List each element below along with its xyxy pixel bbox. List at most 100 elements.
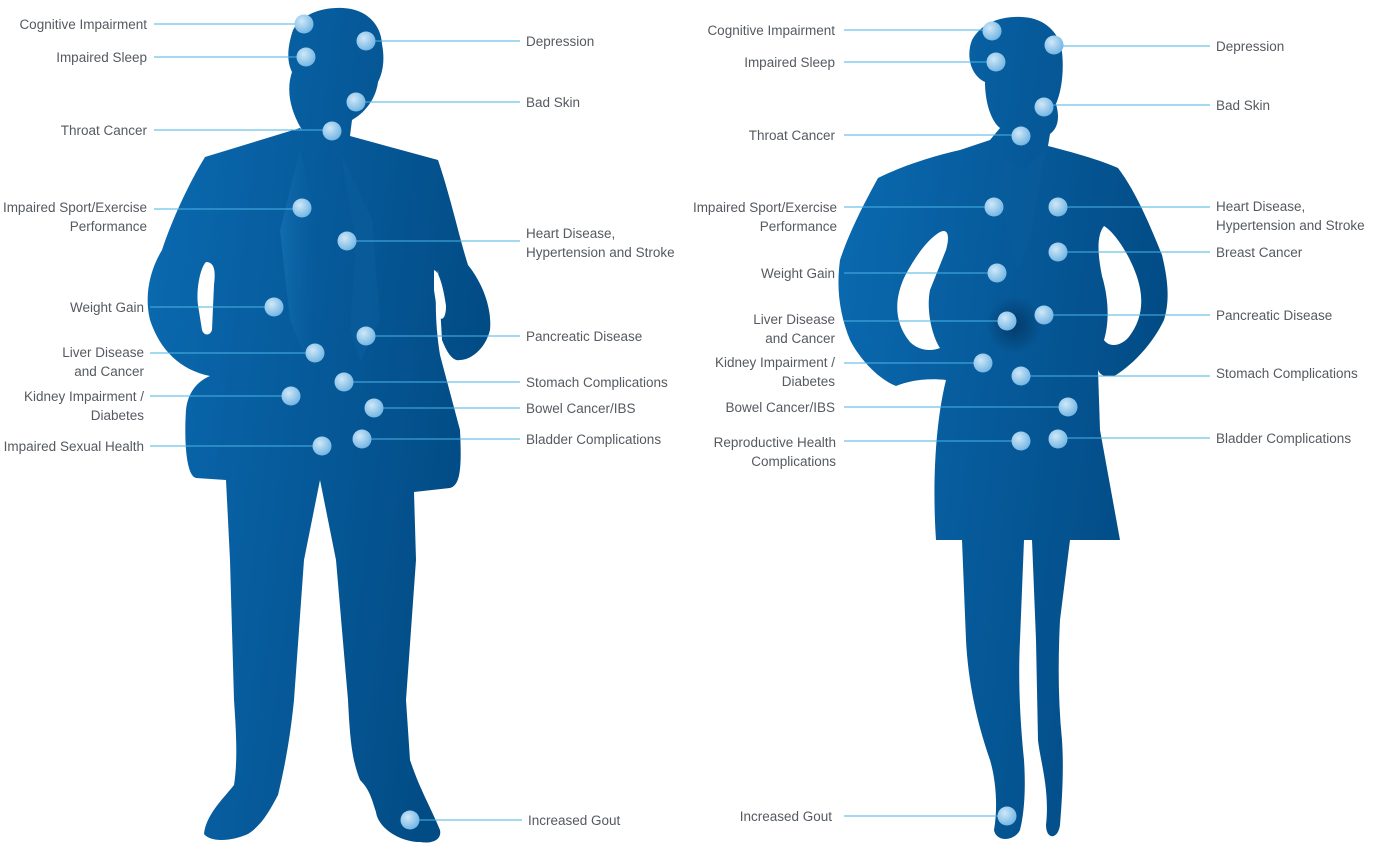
female-reproductive-health-complications-marker <box>1011 431 1031 451</box>
label-line: Liver Disease <box>753 311 835 327</box>
label-line: Impaired Sexual Health <box>3 438 144 454</box>
label-line: Weight Gain <box>760 265 835 281</box>
male-increased-gout-marker <box>400 810 420 830</box>
female-depression-marker <box>1044 35 1064 55</box>
male-label-heart-disease-hypertension-stroke: Heart Disease,Hypertension and Stroke <box>526 224 675 262</box>
male-label-depression: Depression <box>526 32 594 51</box>
label-line: and Cancer <box>74 363 144 379</box>
female-throat-cancer-marker <box>1011 126 1031 146</box>
female-label-increased-gout: Increased Gout <box>740 807 832 826</box>
label-line: Bladder Complications <box>1216 430 1352 446</box>
female-increased-gout-marker <box>997 806 1017 826</box>
female-label-impaired-sleep: Impaired Sleep <box>744 53 835 72</box>
label-line: Weight Gain <box>69 299 144 315</box>
female-stomach-complications-marker <box>1011 366 1031 386</box>
label-line: Bladder Complications <box>526 431 662 447</box>
female-label-stomach-complications: Stomach Complications <box>1216 364 1358 383</box>
label-line: Kidney Impairment / <box>714 354 835 370</box>
label-line: Impaired Sport/Exercise <box>2 199 147 215</box>
female-impaired-sleep-marker <box>986 52 1006 72</box>
label-line: Stomach Complications <box>526 374 668 390</box>
male-weight-gain-marker <box>264 297 284 317</box>
label-line: Hypertension and Stroke <box>526 244 675 260</box>
label-line: Complications <box>751 453 836 469</box>
leader-lines <box>150 23 1210 821</box>
male-liver-disease-and-cancer-marker <box>305 343 325 363</box>
female-impaired-sport-exercise-performance-marker <box>984 197 1004 217</box>
label-line: Bad Skin <box>1216 97 1271 113</box>
male-label-impaired-sleep: Impaired Sleep <box>56 48 147 67</box>
male-label-throat-cancer: Throat Cancer <box>61 121 147 140</box>
female-label-weight-gain: Weight Gain <box>761 264 835 283</box>
label-line: Heart Disease, <box>1216 198 1306 214</box>
male-depression-marker <box>356 31 376 51</box>
male-silhouette <box>147 7 491 843</box>
male-label-pancreatic-disease: Pancreatic Disease <box>526 327 642 346</box>
female-label-pancreatic-disease: Pancreatic Disease <box>1216 306 1332 325</box>
female-label-liver-disease-and-cancer: Liver Disease and Cancer <box>753 310 835 348</box>
label-line: Diabetes <box>90 407 144 423</box>
label-line: Bowel Cancer/IBS <box>526 400 636 416</box>
female-silhouette <box>838 16 1168 840</box>
female-label-bladder-complications: Bladder Complications <box>1216 429 1351 448</box>
label-line: Cognitive Impairment <box>707 22 835 38</box>
female-label-kidney-impairment-diabetes: Kidney Impairment / Diabetes <box>715 353 835 391</box>
male-label-bladder-complications: Bladder Complications <box>526 430 661 449</box>
male-label-impaired-sexual-health: Impaired Sexual Health <box>4 437 144 456</box>
male-bad-skin-marker <box>346 92 366 112</box>
label-line: Performance <box>759 218 837 234</box>
markers <box>264 14 1078 830</box>
male-label-cognitive-impairment: Cognitive Impairment <box>19 15 147 34</box>
male-label-stomach-complications: Stomach Complications <box>526 373 668 392</box>
female-label-heart-disease-hypertension-stroke: Heart Disease, Hypertension and Stroke <box>1216 197 1365 235</box>
label-line: Bowel Cancer/IBS <box>725 399 835 415</box>
label-line: Bad Skin <box>526 94 581 110</box>
male-bladder-complications-marker <box>352 429 372 449</box>
female-label-cognitive-impairment: Cognitive Impairment <box>707 21 835 40</box>
female-weight-gain-marker <box>987 263 1007 283</box>
label-line: Reproductive Health <box>713 434 836 450</box>
female-label-bad-skin: Bad Skin <box>1216 96 1270 115</box>
male-pancreatic-disease-marker <box>356 326 376 346</box>
male-heart-disease-hypertension-stroke-marker <box>337 231 357 251</box>
label-line: and Cancer <box>765 330 835 346</box>
female-breast-cancer-marker <box>1048 242 1068 262</box>
male-bowel-cancer-ibs-marker <box>364 398 384 418</box>
female-label-bowel-cancer-ibs: Bowel Cancer/IBS <box>725 398 835 417</box>
label-line: Increased Gout <box>739 808 832 824</box>
male-impaired-sleep-marker <box>296 47 316 67</box>
female-bowel-cancer-ibs-marker <box>1058 397 1078 417</box>
label-line: Throat Cancer <box>748 127 835 143</box>
female-label-breast-cancer: Breast Cancer <box>1216 243 1302 262</box>
male-stomach-complications-marker <box>334 372 354 392</box>
label-line: Breast Cancer <box>1216 244 1303 260</box>
female-cognitive-impairment-marker <box>982 21 1002 41</box>
label-line: Performance <box>69 218 147 234</box>
label-line: Diabetes <box>781 373 835 389</box>
label-line: Liver Disease <box>62 344 144 360</box>
female-liver-disease-and-cancer-marker <box>997 311 1017 331</box>
female-label-depression: Depression <box>1216 37 1284 56</box>
label-line: Impaired Sleep <box>56 49 147 65</box>
label-line: Impaired Sleep <box>744 54 835 70</box>
female-pancreatic-disease-marker <box>1034 305 1054 325</box>
female-heart-disease-hypertension-stroke-marker <box>1048 197 1068 217</box>
male-label-bowel-cancer-ibs: Bowel Cancer/IBS <box>526 399 636 418</box>
female-kidney-impairment-diabetes-marker <box>973 353 993 373</box>
male-label-liver-disease-and-cancer: Liver Disease and Cancer <box>62 343 144 381</box>
label-line: Throat Cancer <box>60 122 147 138</box>
male-impaired-sexual-health-marker <box>312 436 332 456</box>
label-line: Hypertension and Stroke <box>1216 217 1365 233</box>
male-throat-cancer-marker <box>322 121 342 141</box>
female-bad-skin-marker <box>1034 97 1054 117</box>
label-line: Pancreatic Disease <box>526 328 643 344</box>
male-label-kidney-impairment-diabetes: Kidney Impairment /Diabetes <box>24 387 144 425</box>
label-line: Cognitive Impairment <box>19 16 147 32</box>
male-label-increased-gout: Increased Gout <box>528 811 620 830</box>
male-cognitive-impairment-marker <box>294 14 314 34</box>
